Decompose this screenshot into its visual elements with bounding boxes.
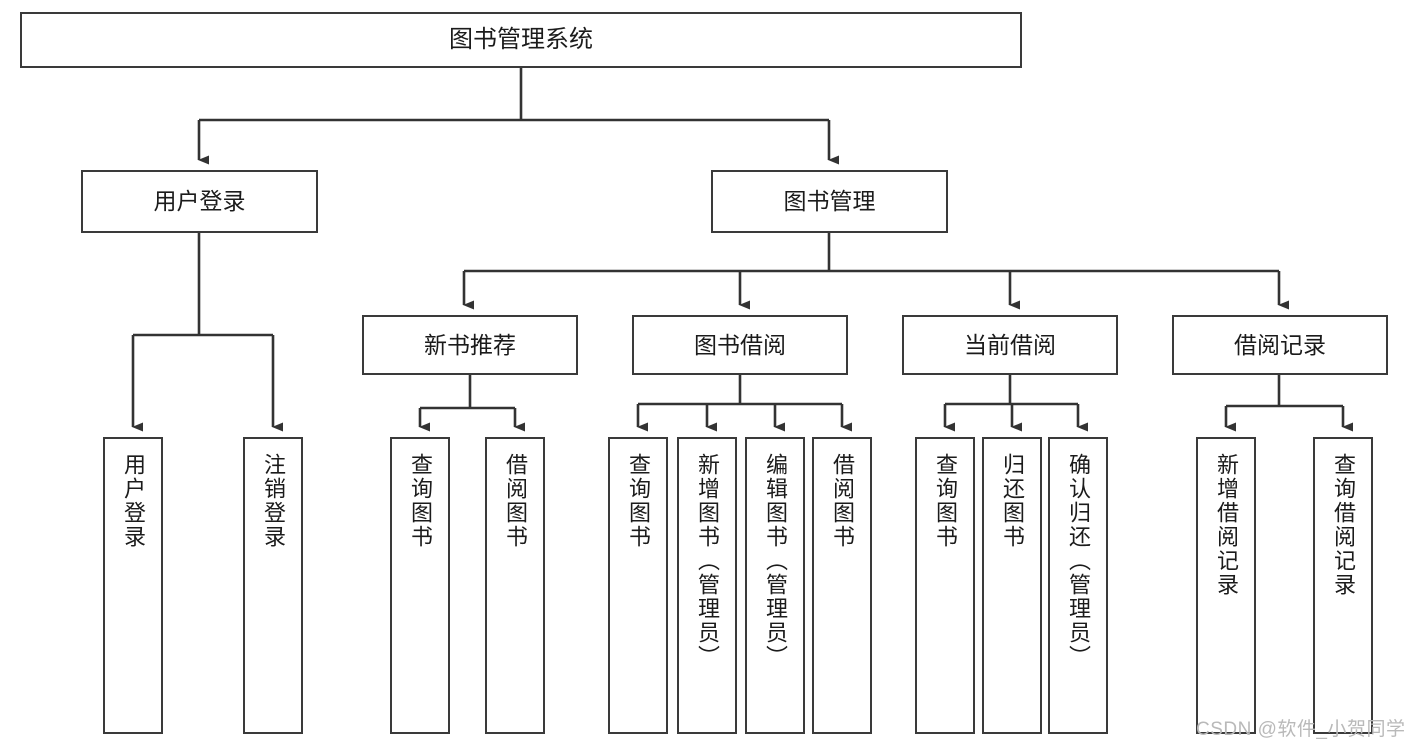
node-label: 用户登录 (121, 453, 146, 549)
node-label: 归还图书 (1000, 453, 1025, 549)
node-label: 用户登录 (153, 188, 246, 215)
leaf-borrow-query-book[interactable]: 查询图书 (608, 437, 668, 734)
leaf-borrow-borrow-book[interactable]: 借阅图书 (812, 437, 872, 734)
node-label: 借阅图书 (503, 453, 528, 549)
node-label: 查询图书 (626, 453, 651, 549)
leaf-borrow-add-book-admin[interactable]: 新增图书（管理员） (677, 437, 737, 734)
leaf-new-book-query[interactable]: 查询图书 (390, 437, 450, 734)
node-current-borrowing[interactable]: 当前借阅 (902, 315, 1118, 375)
node-label: 查询图书 (933, 453, 958, 549)
node-book-borrowing[interactable]: 图书借阅 (632, 315, 848, 375)
node-label: 编辑图书（管理员） (763, 453, 788, 669)
node-label: 确认归还（管理员） (1066, 453, 1091, 669)
leaf-borrow-edit-book-admin[interactable]: 编辑图书（管理员） (745, 437, 805, 734)
node-label: 查询借阅记录 (1331, 453, 1356, 597)
node-label: 新书推荐 (424, 331, 516, 358)
node-root-system[interactable]: 图书管理系统 (20, 12, 1022, 68)
leaf-new-book-borrow[interactable]: 借阅图书 (485, 437, 545, 734)
node-label: 新增图书（管理员） (695, 453, 720, 669)
csdn-watermark: CSDN @软件_小贺同学 (1196, 719, 1405, 740)
node-user-login[interactable]: 用户登录 (81, 170, 318, 233)
node-label: 查询图书 (408, 453, 433, 549)
node-label: 借阅图书 (830, 453, 855, 549)
node-label: 借阅记录 (1234, 331, 1326, 358)
node-label: 图书借阅 (694, 331, 786, 358)
leaf-current-return-book[interactable]: 归还图书 (982, 437, 1042, 734)
node-label: 新增借阅记录 (1214, 453, 1239, 597)
node-borrow-records[interactable]: 借阅记录 (1172, 315, 1388, 375)
node-new-book-recommendation[interactable]: 新书推荐 (362, 315, 578, 375)
node-label: 注销登录 (261, 453, 286, 549)
node-label: 当前借阅 (964, 331, 1056, 358)
leaf-record-query-record[interactable]: 查询借阅记录 (1313, 437, 1373, 734)
node-label: 图书管理系统 (449, 26, 593, 54)
node-book-management[interactable]: 图书管理 (711, 170, 948, 233)
leaf-user-login-login[interactable]: 用户登录 (103, 437, 163, 734)
node-label: 图书管理 (783, 188, 876, 215)
leaf-record-add-record[interactable]: 新增借阅记录 (1196, 437, 1256, 734)
leaf-current-query-book[interactable]: 查询图书 (915, 437, 975, 734)
leaf-current-confirm-return-admin[interactable]: 确认归还（管理员） (1048, 437, 1108, 734)
leaf-user-login-logout[interactable]: 注销登录 (243, 437, 303, 734)
